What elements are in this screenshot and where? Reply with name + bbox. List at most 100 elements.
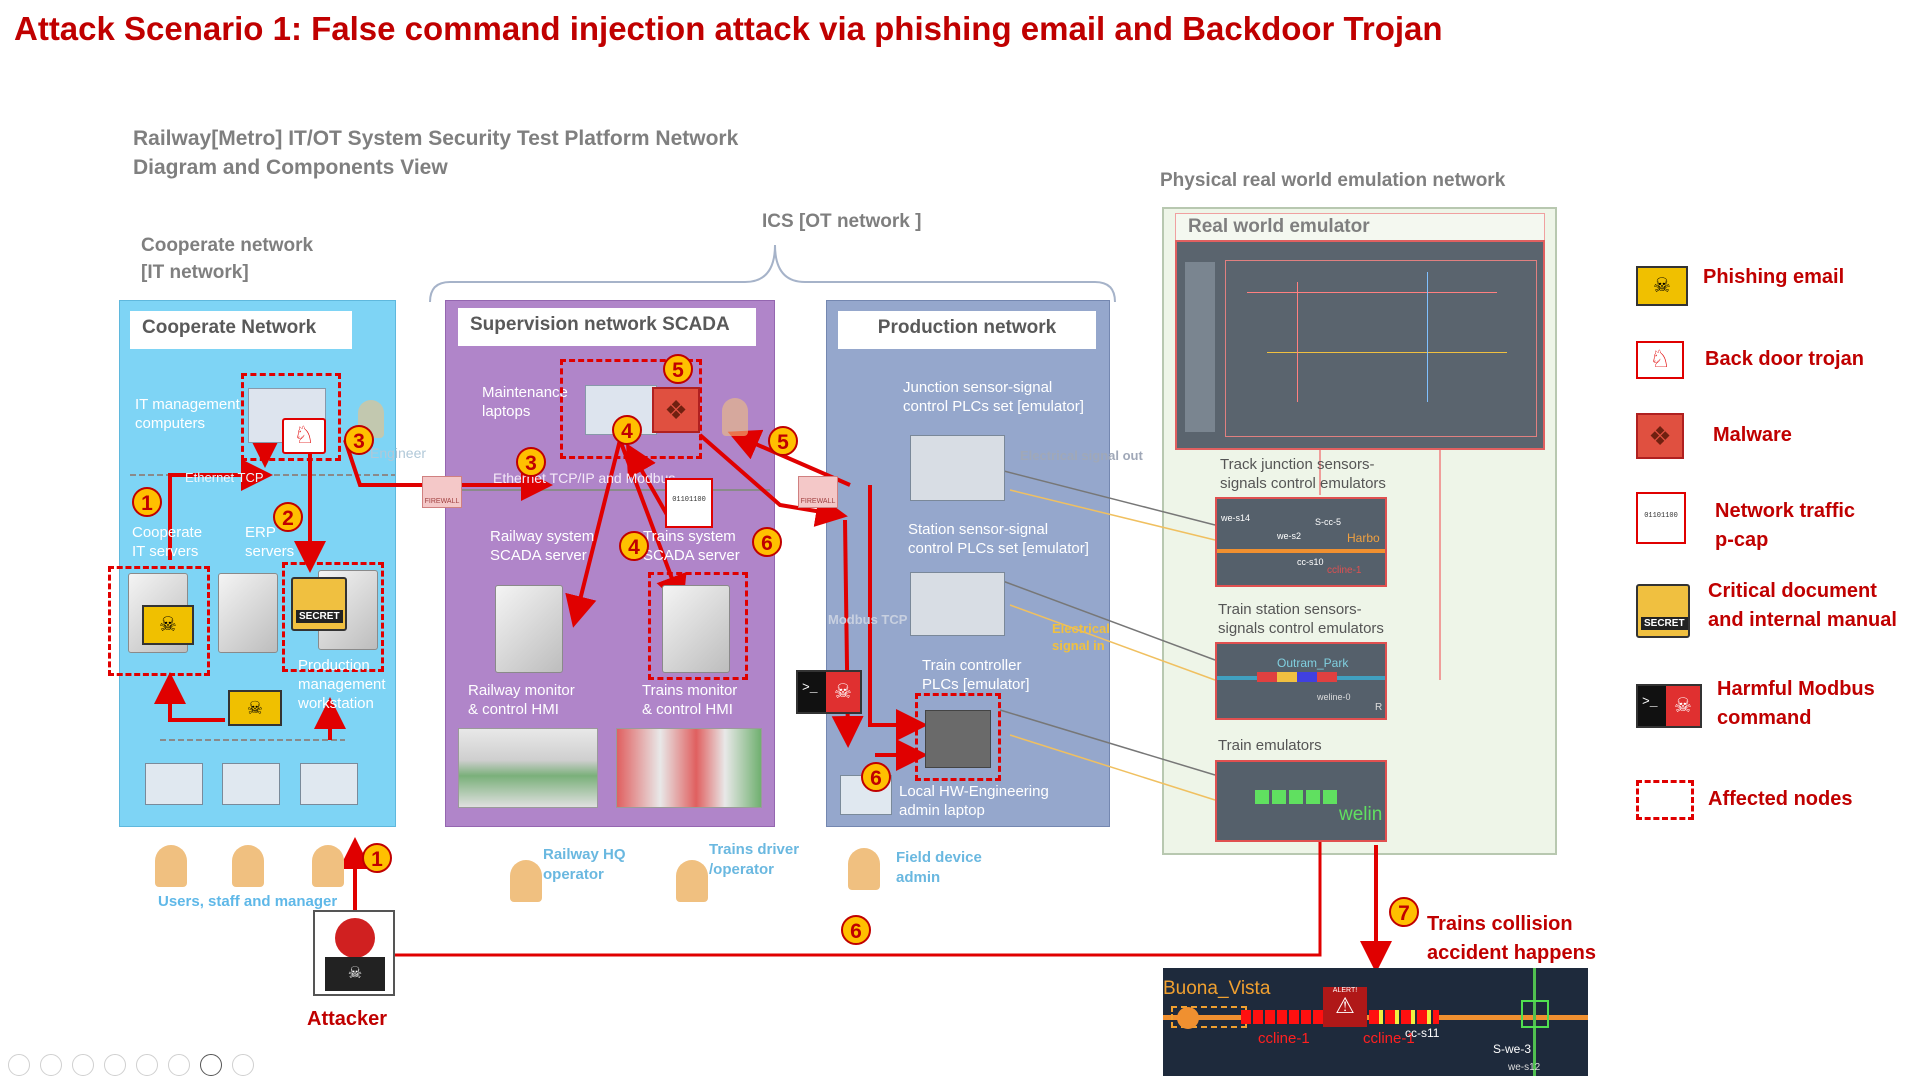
collision-label: Trains collision accident happens xyxy=(1427,910,1596,968)
platform-title-line2: Diagram and Components View xyxy=(133,156,448,179)
emu-weline-0: weline-0 xyxy=(1317,692,1351,702)
step-badge-5b: 5 xyxy=(768,426,798,456)
affected-maintenance-laptops xyxy=(560,359,702,459)
railway-hmi-label: Railway monitor & control HMI xyxy=(468,681,575,719)
legend-backdoor-icon: ♘ xyxy=(1636,341,1684,379)
emulator-track-d xyxy=(1427,272,1428,402)
step-badge-6c: 6 xyxy=(841,915,871,945)
ethernet-left-label: Ethernet TCP xyxy=(185,470,264,485)
electrical-out-label: Electrical signal out xyxy=(1020,448,1143,463)
user-laptop-1[interactable] xyxy=(145,763,203,805)
emu-train-cars xyxy=(1255,790,1337,804)
zoom-icon[interactable] xyxy=(136,1054,158,1076)
modbus-tcp-label: Modbus TCP xyxy=(828,612,908,627)
inset-station-dot xyxy=(1177,1007,1199,1029)
emulator-map xyxy=(1225,260,1537,437)
slides-icon[interactable] xyxy=(104,1054,126,1076)
emu-r: R xyxy=(1375,702,1383,713)
train-emulators[interactable]: welin xyxy=(1215,760,1387,842)
phishing-email-icon-2: ☠ xyxy=(228,690,282,726)
play-icon[interactable] xyxy=(40,1054,62,1076)
phishing-email-icon: ☠ xyxy=(142,605,194,645)
terminal-prompt: >_ xyxy=(802,680,818,695)
maint-line2: laptops xyxy=(482,403,531,420)
physical-network-title: Physical real world emulation network xyxy=(1160,170,1506,191)
corp-it-line1: Cooperate xyxy=(132,524,203,541)
railway-hq-person-icon xyxy=(510,860,542,902)
junction-plc-set[interactable] xyxy=(910,435,1005,501)
prod-mgmt-line3: workstation xyxy=(298,695,374,712)
prev-icon[interactable] xyxy=(8,1054,30,1076)
inset-station-name: Buona_Vista xyxy=(1163,978,1271,999)
train-plc-label: Train controller PLCs [emulator] xyxy=(922,656,1030,694)
subtitle-icon[interactable] xyxy=(168,1054,190,1076)
slide-title: Attack Scenario 1: False command injecti… xyxy=(14,10,1443,47)
backdoor-trojan-icon: ♘ xyxy=(282,418,326,454)
legend-pcap-line2: p-cap xyxy=(1715,529,1769,551)
corp-outer-line2: [IT network] xyxy=(141,262,249,283)
legend-pcap-icon: 01101100 xyxy=(1636,492,1686,544)
step-badge-4a: 4 xyxy=(612,415,642,445)
trains-scada-server[interactable] xyxy=(662,585,730,673)
train-driver-person-icon xyxy=(676,860,708,902)
maint-line1: Maintenance xyxy=(482,384,568,401)
user-laptop-2[interactable] xyxy=(222,763,280,805)
step-badge-3a: 3 xyxy=(344,425,374,455)
legend-secret-tag: SECRET xyxy=(1641,617,1688,630)
engineer-label: Engineer xyxy=(370,445,427,461)
more-icon[interactable] xyxy=(232,1054,254,1076)
legend-doc-line1: Critical document xyxy=(1708,580,1877,602)
camera-icon[interactable] xyxy=(200,1054,222,1076)
attacker-icon: ☠ xyxy=(313,910,395,996)
secret-tag: SECRET xyxy=(296,610,343,623)
eng-laptop-line1: Local HW-Engineering xyxy=(899,783,1049,800)
firewall-left: FIREWALL xyxy=(422,476,462,508)
step-badge-2: 2 xyxy=(273,502,303,532)
inset-alert-text: ALERT! xyxy=(1332,987,1358,994)
affected-production-workstation xyxy=(282,562,384,672)
inset-s-we-3: S-we-3 xyxy=(1493,1042,1532,1056)
step-badge-1a: 1 xyxy=(132,487,162,517)
erp-line1: ERP xyxy=(245,524,276,541)
step-badge-7: 7 xyxy=(1389,897,1419,927)
train-hmi-line2: & control HMI xyxy=(642,701,733,718)
junction-plc-line2: control PLCs set [emulator] xyxy=(903,398,1084,415)
legend-modbus-icon: >_ ☠ xyxy=(1636,684,1702,728)
train-controller-plc[interactable] xyxy=(925,710,991,768)
maintenance-person-icon xyxy=(722,398,748,436)
collision-line1: Trains collision xyxy=(1427,913,1573,935)
station-emu-line1: Train station sensors- xyxy=(1218,601,1362,618)
pen-icon[interactable] xyxy=(72,1054,94,1076)
railway-scada-server[interactable] xyxy=(495,585,563,673)
railway-scada-label: Railway system SCADA server xyxy=(490,527,594,565)
supervision-zone-label: Supervision network SCADA xyxy=(458,308,756,346)
production-management-label: Production management workstation xyxy=(298,656,386,713)
railway-hmi-screen[interactable] xyxy=(458,728,598,808)
junction-plc-label: Junction sensor-signal control PLCs set … xyxy=(903,378,1084,416)
trains-scada-label: Trains system SCADA server xyxy=(643,527,740,565)
field-admin-label: Field device admin xyxy=(896,848,982,888)
critical-document-icon: SECRET xyxy=(291,577,347,631)
junction-plc-line1: Junction sensor-signal xyxy=(903,379,1053,396)
platform-title-line1: Railway[Metro] IT/OT System Security Tes… xyxy=(133,127,739,150)
track-junction-emulator[interactable]: we-s14 S-cc-5 we-s2 Harbo cc-s10 ccline-… xyxy=(1215,497,1387,587)
trains-hmi-screen[interactable] xyxy=(616,728,762,808)
rail-scada-line2: SCADA server xyxy=(490,547,587,564)
legend-modbus-label: Harmful Modbus command xyxy=(1717,675,1875,733)
user-person-icon-2 xyxy=(232,845,264,887)
emulator-label-box: Real world emulator xyxy=(1175,213,1545,241)
inset-junction xyxy=(1521,1000,1549,1028)
station-plc-label: Station sensor-signal control PLCs set [… xyxy=(908,520,1089,558)
station-plc-set[interactable] xyxy=(910,572,1005,636)
rail-hmi-line1: Railway monitor xyxy=(468,682,575,699)
station-emulator-label: Train station sensors- signals control e… xyxy=(1218,600,1384,638)
train-driver-line2: /operator xyxy=(709,861,775,878)
engineering-laptop-label: Local HW-Engineering admin laptop xyxy=(899,782,1049,820)
emu-ccline-1: ccline-1 xyxy=(1327,565,1362,576)
collision-line2: accident happens xyxy=(1427,942,1596,964)
affected-it-management xyxy=(241,373,341,461)
erp-server[interactable] xyxy=(218,573,278,653)
train-station-emulator[interactable]: Outram_Park weline-0 R xyxy=(1215,642,1387,720)
user-laptop-3[interactable] xyxy=(300,763,358,805)
legend-document-icon: SECRET xyxy=(1636,584,1690,638)
